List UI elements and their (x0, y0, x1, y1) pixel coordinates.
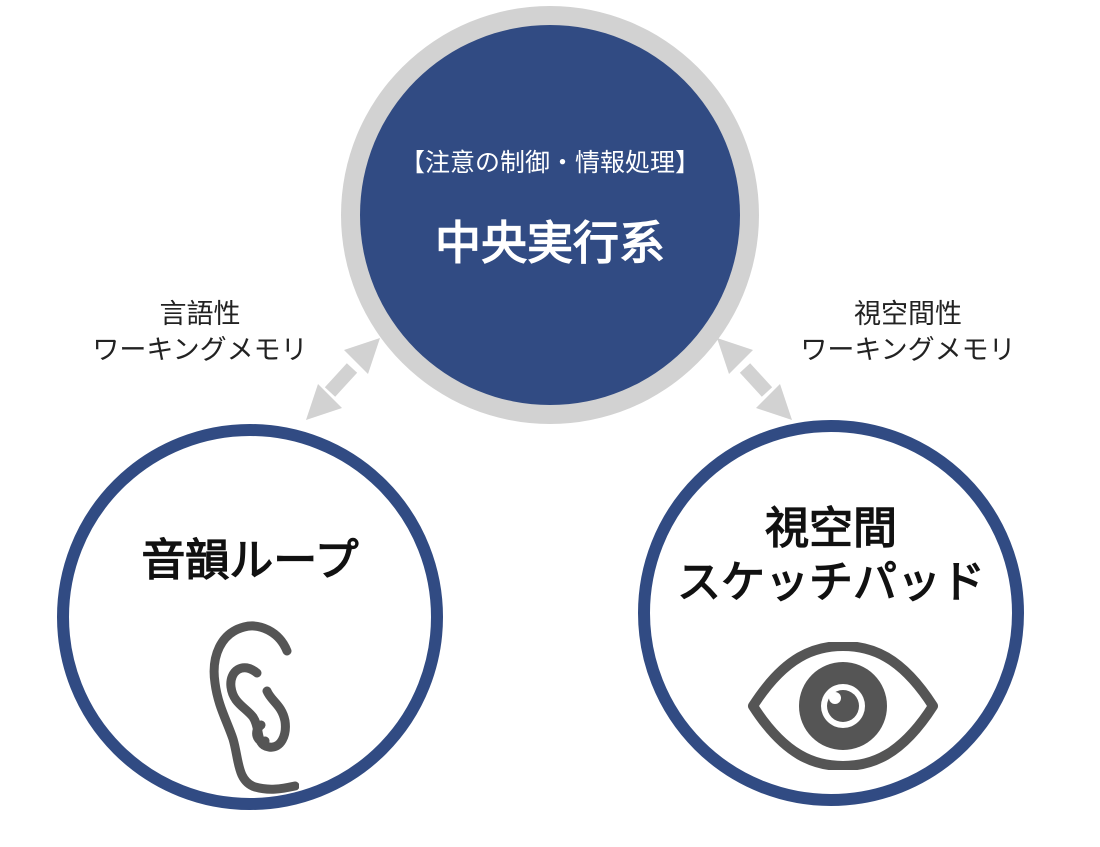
central-executive-subtitle: 【注意の制御・情報処理】 (399, 148, 700, 177)
visuospatial-label-line1: 視空間性 (854, 299, 962, 330)
visuospatial-sketchpad-circle: 視空間 スケッチパッド (638, 420, 1024, 806)
phonological-loop-circle: 音韻ループ (57, 424, 443, 810)
left-double-arrow (306, 338, 380, 420)
verbal-label-line1: 言語性 (159, 299, 241, 330)
visuospatial-label-line2: ワーキングメモリ (800, 335, 1016, 366)
visuospatial-sketchpad-title-line2: スケッチパッド (677, 557, 985, 608)
verbal-label-line2: ワーキングメモリ (92, 335, 308, 366)
verbal-working-memory-label: 言語性 ワーキングメモリ (70, 297, 330, 369)
visuospatial-sketchpad-title-line1: 視空間 (765, 503, 897, 554)
eye-icon (745, 641, 941, 774)
phonological-loop-title: 音韻ループ (141, 535, 359, 586)
visuospatial-working-memory-label: 視空間性 ワーキングメモリ (778, 297, 1038, 369)
central-executive-title: 中央実行系 (435, 216, 665, 270)
ear-icon (209, 621, 300, 800)
right-double-arrow (717, 338, 792, 420)
central-executive-circle: 【注意の制御・情報処理】 中央実行系 (360, 25, 740, 405)
